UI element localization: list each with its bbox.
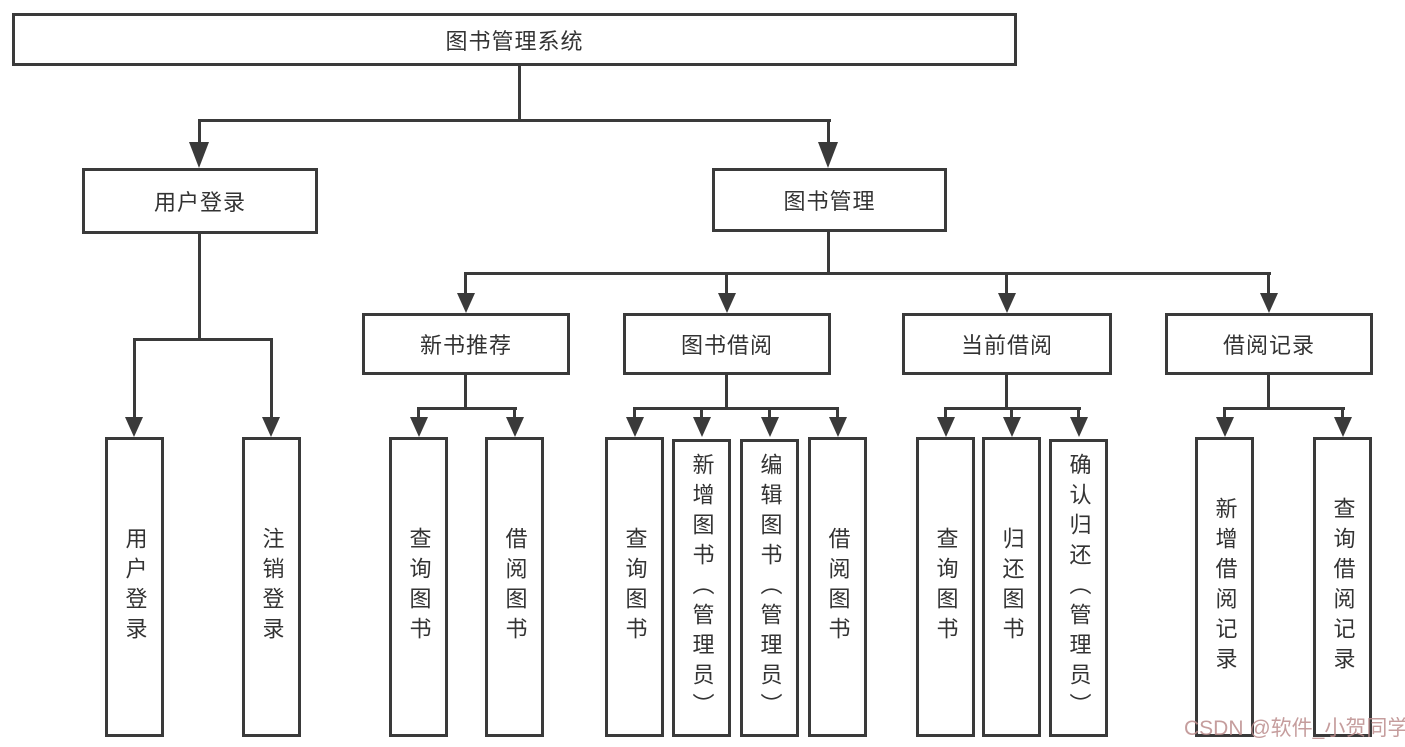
node-label: 图书借阅 [680, 333, 773, 358]
arrowhead-leaf [1070, 417, 1088, 437]
leaf-label: 注销登录 [259, 527, 285, 647]
node-label: 图书管理系统 [445, 28, 584, 54]
node-borrowing-records: 借阅记录 [1165, 313, 1373, 375]
arrowhead-leaf [1003, 417, 1021, 437]
connector-leaf-stem [1077, 407, 1080, 419]
arrowhead-section1 [457, 293, 475, 313]
node-label: 当前借阅 [960, 333, 1053, 358]
leaf-query-books: 查询图书 [389, 437, 448, 737]
connector-leaf-stem [1010, 407, 1013, 419]
connector-section1-branch [417, 407, 517, 410]
leaf-label: 借阅图书 [825, 527, 851, 647]
connector-stem-section4 [1267, 272, 1270, 295]
leaf-label: 借阅图书 [502, 527, 528, 647]
connector-section2-down [725, 375, 728, 409]
node-label: 借阅记录 [1222, 333, 1315, 358]
arrowhead-leaf-logout [262, 417, 280, 437]
leaf-label: 查询借阅记录 [1330, 497, 1356, 677]
leaf-label: 归还图书 [999, 527, 1025, 647]
arrowhead-book-management [818, 142, 838, 168]
node-user-login: 用户登录 [82, 168, 318, 234]
node-book-management: 图书管理 [712, 168, 947, 232]
connector-mgmt-stem [827, 232, 830, 274]
connector-leaf-stem [944, 407, 947, 419]
connector-user-stem [198, 234, 201, 338]
connector-section4-branch [1223, 407, 1345, 410]
leaf-user-login: 用户登录 [105, 437, 164, 737]
arrowhead-leaf [693, 417, 711, 437]
arrowhead-leaf [506, 417, 524, 437]
arrowhead-leaf [1334, 417, 1352, 437]
connector-section4-down [1267, 375, 1270, 409]
connector-user-child2 [270, 338, 273, 419]
node-root: 图书管理系统 [12, 13, 1017, 66]
leaf-label: 查询图书 [622, 527, 648, 647]
watermark-text: CSDN @软件_小贺同学 [1184, 717, 1405, 740]
connector-level1-branch [198, 119, 831, 122]
connector-leaf-stem [700, 407, 703, 419]
leaf-label: 确认归还（管理员） [1066, 453, 1092, 723]
node-new-book-recommendation: 新书推荐 [362, 313, 570, 375]
leaf-query-borrow-record: 查询借阅记录 [1313, 437, 1372, 737]
connector-leaf-stem [1341, 407, 1344, 419]
arrowhead-leaf [410, 417, 428, 437]
connector-leaf-stem [768, 407, 771, 419]
leaf-add-book-admin: 新增图书（管理员） [672, 439, 731, 737]
leaf-query-books: 查询图书 [605, 437, 664, 737]
leaf-label: 新增图书（管理员） [689, 453, 715, 723]
node-current-borrowing: 当前借阅 [902, 313, 1112, 375]
arrowhead-section3 [998, 293, 1016, 313]
connector-leaf-stem [417, 407, 420, 419]
arrowhead-leaf [1216, 417, 1234, 437]
connector-root-stem [518, 66, 521, 122]
connector-stem-section1 [464, 272, 467, 295]
connector-user-branch [133, 338, 273, 341]
arrowhead-user-login [189, 142, 209, 168]
connector-stem-section2 [725, 272, 728, 295]
node-book-borrowing: 图书借阅 [623, 313, 831, 375]
connector-stem-user-login [198, 119, 201, 145]
arrowhead-leaf [626, 417, 644, 437]
arrowhead-section2 [718, 293, 736, 313]
connector-leaf-stem [1223, 407, 1226, 419]
node-label: 用户登录 [153, 190, 246, 215]
arrowhead-leaf [761, 417, 779, 437]
leaf-borrow-books: 借阅图书 [485, 437, 544, 737]
leaf-confirm-return-admin: 确认归还（管理员） [1049, 439, 1108, 737]
connector-user-child1 [133, 338, 136, 419]
leaf-label: 查询图书 [406, 527, 432, 647]
leaf-add-borrow-record: 新增借阅记录 [1195, 437, 1254, 737]
node-label: 新书推荐 [419, 333, 512, 358]
connector-section2-branch [633, 407, 839, 410]
leaf-logout: 注销登录 [242, 437, 301, 737]
leaf-label: 查询图书 [933, 527, 959, 647]
connector-leaf-stem [513, 407, 516, 419]
connector-stem-book-management [827, 119, 830, 145]
leaf-label: 新增借阅记录 [1212, 497, 1238, 677]
leaf-edit-book-admin: 编辑图书（管理员） [740, 439, 799, 737]
arrowhead-leaf-user-login [125, 417, 143, 437]
arrowhead-leaf [829, 417, 847, 437]
connector-section3-down [1005, 375, 1008, 409]
connector-stem-section3 [1005, 272, 1008, 295]
leaf-query-books: 查询图书 [916, 437, 975, 737]
node-label: 图书管理 [783, 189, 876, 214]
connector-section1-down [464, 375, 467, 409]
leaf-label: 用户登录 [122, 527, 148, 647]
leaf-label: 编辑图书（管理员） [757, 453, 783, 723]
connector-leaf-stem [633, 407, 636, 419]
connector-leaf-stem [836, 407, 839, 419]
connector-level2-branch [464, 272, 1271, 275]
leaf-return-book: 归还图书 [982, 437, 1041, 737]
leaf-borrow-books: 借阅图书 [808, 437, 867, 737]
arrowhead-section4 [1260, 293, 1278, 313]
arrowhead-leaf [937, 417, 955, 437]
